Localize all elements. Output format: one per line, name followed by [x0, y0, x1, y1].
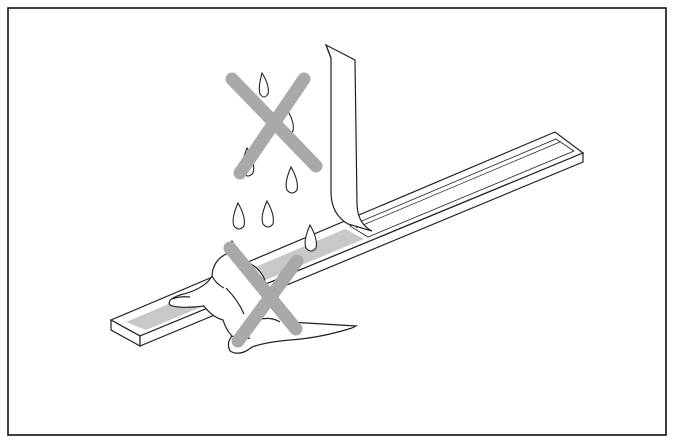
water-drop-icon	[232, 201, 245, 230]
water-drop-icon	[304, 223, 317, 252]
water-drop-icon	[285, 165, 298, 194]
water-drop-icon	[261, 199, 274, 228]
peeled-liner-icon	[324, 43, 373, 232]
cross-mark-icon	[223, 241, 304, 348]
cross-mark-icon	[225, 72, 323, 180]
water-drop-icon	[258, 71, 269, 98]
